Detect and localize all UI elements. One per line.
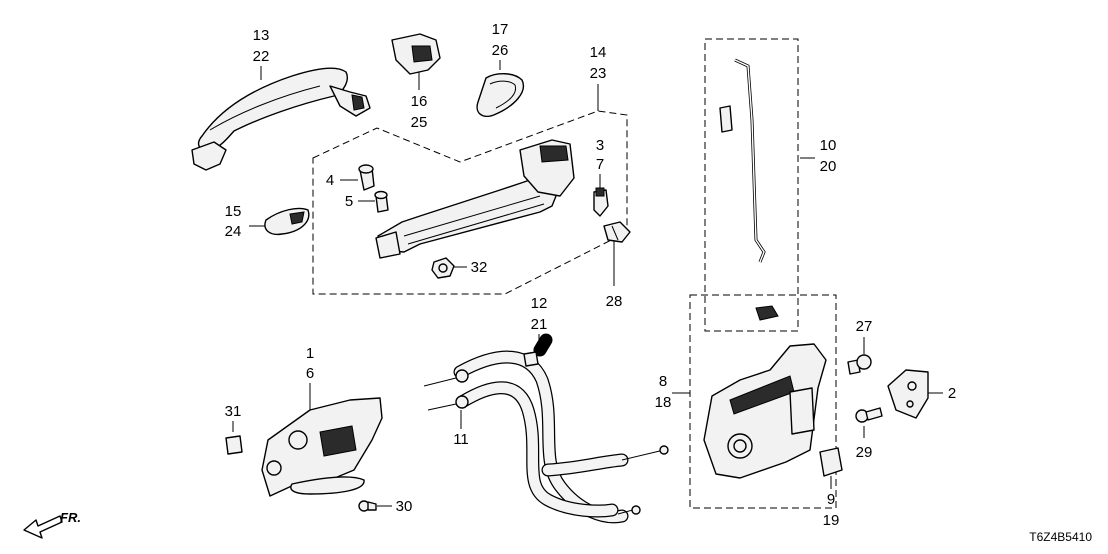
latch-cover [819, 447, 843, 477]
callout-3-7: 3 7 [596, 137, 604, 173]
callout-13-22: 13 22 [253, 27, 270, 65]
callout-4: 4 [326, 172, 334, 189]
callout-1-6: 1 6 [306, 345, 314, 382]
callout-number: 14 [590, 44, 607, 61]
callout-number: 29 [856, 444, 873, 461]
callout-2: 2 [948, 385, 956, 402]
callout-30: 30 [396, 498, 413, 515]
callout-number: 3 [596, 137, 604, 154]
callout-10-20: 10 20 [820, 137, 837, 175]
door-cables [423, 333, 669, 524]
handle-gasket-front [476, 73, 525, 118]
callout-12-21: 12 21 [531, 295, 548, 333]
callout-number: 12 [531, 295, 548, 312]
front-direction-arrow-icon: FR. [23, 510, 81, 539]
front-direction-label: FR. [60, 510, 81, 525]
callout-number: 10 [820, 137, 837, 154]
callout-number: 30 [396, 498, 413, 515]
callout-number: 1 [306, 345, 314, 362]
handle-base-frame [375, 139, 575, 259]
callout-number: 27 [856, 318, 873, 335]
diagram-code: T6Z4B5410 [1029, 530, 1092, 544]
callout-number: 19 [823, 512, 840, 529]
callout-number: 20 [820, 158, 837, 175]
bolt-part-28 [603, 221, 631, 243]
callout-number: 23 [590, 65, 607, 82]
callout-number: 9 [827, 491, 835, 508]
door-latch-actuator [703, 343, 827, 479]
callout-number: 28 [606, 293, 623, 310]
callout-number: 13 [253, 27, 270, 44]
callout-11: 11 [453, 431, 469, 448]
outer-door-handle [191, 67, 371, 171]
callout-number: 16 [411, 93, 428, 110]
callout-5: 5 [345, 193, 353, 210]
clip-part-31 [225, 435, 243, 455]
screw-part-27 [847, 354, 872, 375]
callout-number: 6 [306, 365, 314, 382]
callout-number: 32 [471, 259, 488, 276]
callout-16-25: 16 25 [411, 93, 428, 131]
callout-8-18: 8 18 [655, 373, 672, 411]
latch-group-box [689, 294, 837, 509]
handle-gasket-rear [264, 207, 310, 236]
callout-number: 2 [948, 385, 956, 402]
callout-9-19: 9 19 [823, 491, 840, 529]
callout-28: 28 [606, 293, 623, 310]
outer-handle-group-box [312, 110, 628, 295]
callout-number: 15 [225, 203, 242, 220]
callout-number: 26 [492, 42, 509, 59]
bolt-part-4 [358, 164, 375, 191]
bolt-part-5 [374, 190, 389, 213]
callout-number: 8 [659, 373, 667, 390]
callout-number: 21 [531, 316, 548, 333]
callout-number: 11 [453, 431, 469, 448]
rod-group-box [704, 38, 799, 332]
inner-door-handle [261, 397, 383, 497]
callout-number: 18 [655, 394, 672, 411]
callout-number: 17 [492, 21, 509, 38]
callout-27: 27 [856, 318, 873, 335]
callout-14-23: 14 23 [590, 44, 607, 82]
callout-31: 31 [225, 403, 242, 420]
callout-15-24: 15 24 [225, 203, 242, 240]
clip-part-3-7 [593, 187, 609, 217]
lock-rod [719, 58, 779, 321]
callout-29: 29 [856, 444, 873, 461]
screw-part-30 [358, 500, 377, 512]
screw-part-29 [855, 407, 883, 423]
callout-number: 5 [345, 193, 353, 210]
callout-number: 31 [225, 403, 242, 420]
door-striker [887, 369, 929, 419]
handle-cap [391, 33, 441, 75]
callout-17-26: 17 26 [492, 21, 509, 59]
callout-32: 32 [471, 259, 488, 276]
callout-number: 7 [596, 156, 604, 173]
callout-number: 24 [225, 223, 242, 240]
callout-number: 4 [326, 172, 334, 189]
nut-part-32 [431, 257, 455, 279]
callout-number: 25 [411, 114, 428, 131]
callout-number: 22 [253, 48, 270, 65]
